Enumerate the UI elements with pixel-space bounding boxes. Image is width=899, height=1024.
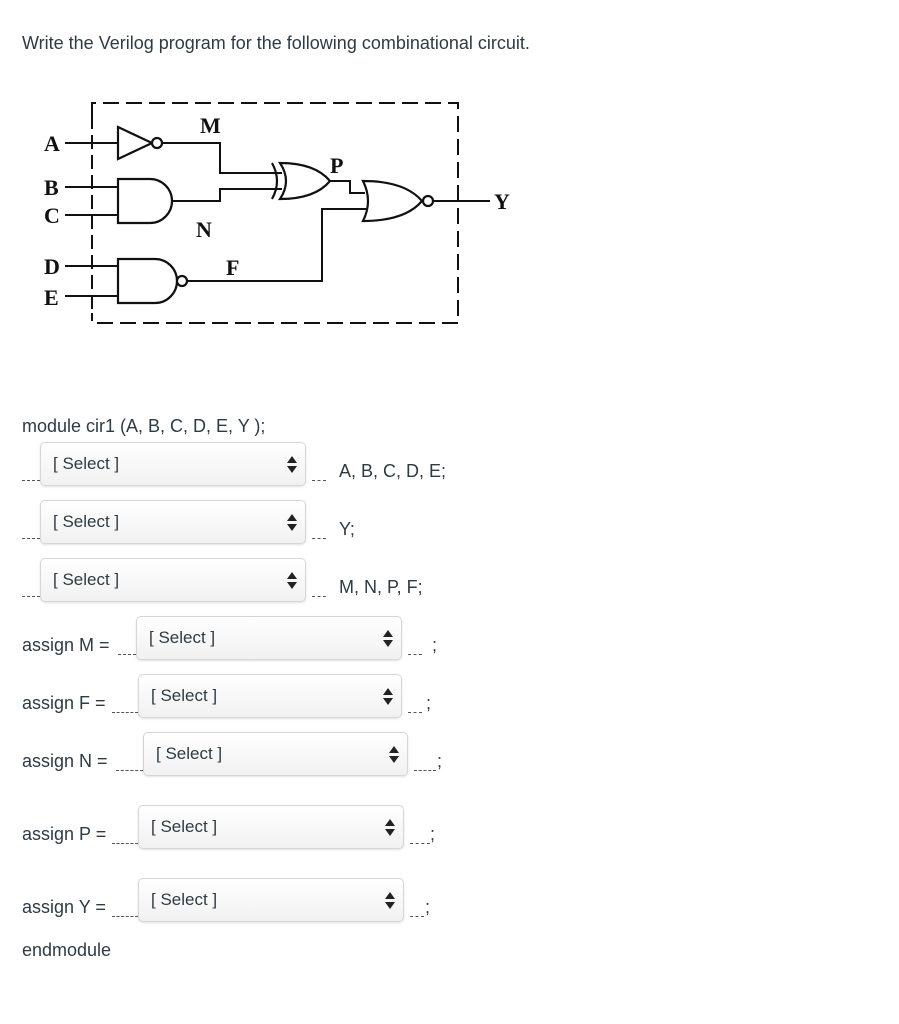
label-d: D bbox=[44, 254, 60, 279]
select-decl-inputs[interactable]: [ Select ] bbox=[40, 442, 306, 486]
and-gate bbox=[116, 177, 174, 225]
semicolon: ; bbox=[437, 751, 443, 771]
select-arrows-icon bbox=[383, 630, 393, 648]
semicolon: ; bbox=[432, 635, 438, 655]
select-placeholder: [ Select ] bbox=[151, 686, 218, 705]
select-decl-output[interactable]: [ Select ] bbox=[40, 500, 306, 544]
assign-f-label: assign F = bbox=[22, 693, 106, 713]
assign-n-label: assign N = bbox=[22, 751, 108, 771]
blank-dash bbox=[112, 712, 138, 713]
select-arrows-icon bbox=[389, 746, 399, 764]
blank-dash bbox=[22, 538, 40, 539]
assign-m-label: assign M = bbox=[22, 635, 110, 655]
label-n: N bbox=[196, 217, 212, 242]
decl-output-text: Y; bbox=[339, 519, 355, 539]
wire-f bbox=[187, 208, 368, 282]
label-m: M bbox=[200, 113, 221, 138]
semicolon: ; bbox=[425, 897, 431, 917]
assign-p-label: assign P = bbox=[22, 824, 107, 844]
decl-inputs-text: A, B, C, D, E; bbox=[339, 461, 447, 481]
input-wires bbox=[65, 142, 490, 297]
select-arrows-icon bbox=[385, 819, 395, 837]
blank-dash bbox=[22, 596, 40, 597]
not-gate bbox=[116, 125, 164, 161]
select-arrows-icon bbox=[385, 892, 395, 910]
blank-dash bbox=[312, 538, 326, 539]
blank-dash bbox=[410, 843, 430, 844]
xnor-gate bbox=[271, 161, 332, 201]
wire-p bbox=[330, 180, 365, 194]
label-e: E bbox=[44, 285, 59, 310]
select-placeholder: [ Select ] bbox=[156, 744, 223, 763]
question-text: Write the Verilog program for the follow… bbox=[22, 33, 530, 53]
endmodule: endmodule bbox=[22, 940, 112, 960]
select-placeholder: [ Select ] bbox=[151, 890, 218, 909]
select-placeholder: [ Select ] bbox=[53, 454, 120, 473]
select-placeholder: [ Select ] bbox=[149, 628, 216, 647]
blank-dash bbox=[112, 843, 138, 844]
label-b: B bbox=[44, 175, 59, 200]
label-p: P bbox=[330, 153, 343, 178]
select-assign-n[interactable]: [ Select ] bbox=[143, 732, 408, 776]
select-arrows-icon bbox=[287, 514, 297, 532]
select-placeholder: [ Select ] bbox=[53, 570, 120, 589]
label-c: C bbox=[44, 203, 60, 228]
module-line: module cir1 (A, B, C, D, E, Y ); bbox=[22, 416, 266, 436]
select-assign-f[interactable]: [ Select ] bbox=[138, 674, 402, 718]
select-arrows-icon bbox=[287, 456, 297, 474]
semicolon: ; bbox=[426, 693, 432, 713]
label-f: F bbox=[226, 255, 239, 280]
blank-dash bbox=[112, 916, 138, 917]
wire-m bbox=[162, 142, 282, 174]
nand-gate bbox=[116, 257, 189, 305]
decl-wires-text: M, N, P, F; bbox=[339, 577, 423, 597]
blank-dash bbox=[414, 770, 436, 771]
blank-dash bbox=[22, 480, 40, 481]
select-placeholder: [ Select ] bbox=[151, 817, 218, 836]
blank-dash bbox=[410, 916, 424, 917]
blank-dash bbox=[312, 596, 326, 597]
select-arrows-icon bbox=[383, 688, 393, 706]
semicolon: ; bbox=[430, 824, 436, 844]
label-a: A bbox=[44, 131, 60, 156]
assign-y-label: assign Y = bbox=[22, 897, 106, 917]
wire-n bbox=[172, 188, 282, 202]
circuit-diagram: A B C D E M N P F Y bbox=[44, 102, 510, 324]
blank-dash bbox=[408, 712, 422, 713]
blank-dash bbox=[408, 654, 422, 655]
select-decl-wires[interactable]: [ Select ] bbox=[40, 558, 306, 602]
nor-gate bbox=[361, 179, 435, 223]
blank-dash bbox=[312, 480, 326, 481]
blank-dash bbox=[116, 770, 143, 771]
circuit-boundary bbox=[91, 102, 459, 324]
select-placeholder: [ Select ] bbox=[53, 512, 120, 531]
select-arrows-icon bbox=[287, 572, 297, 590]
select-assign-m[interactable]: [ Select ] bbox=[136, 616, 402, 660]
select-assign-p[interactable]: [ Select ] bbox=[138, 805, 404, 849]
label-y: Y bbox=[494, 189, 510, 214]
blank-dash bbox=[118, 654, 136, 655]
select-assign-y[interactable]: [ Select ] bbox=[138, 878, 404, 922]
